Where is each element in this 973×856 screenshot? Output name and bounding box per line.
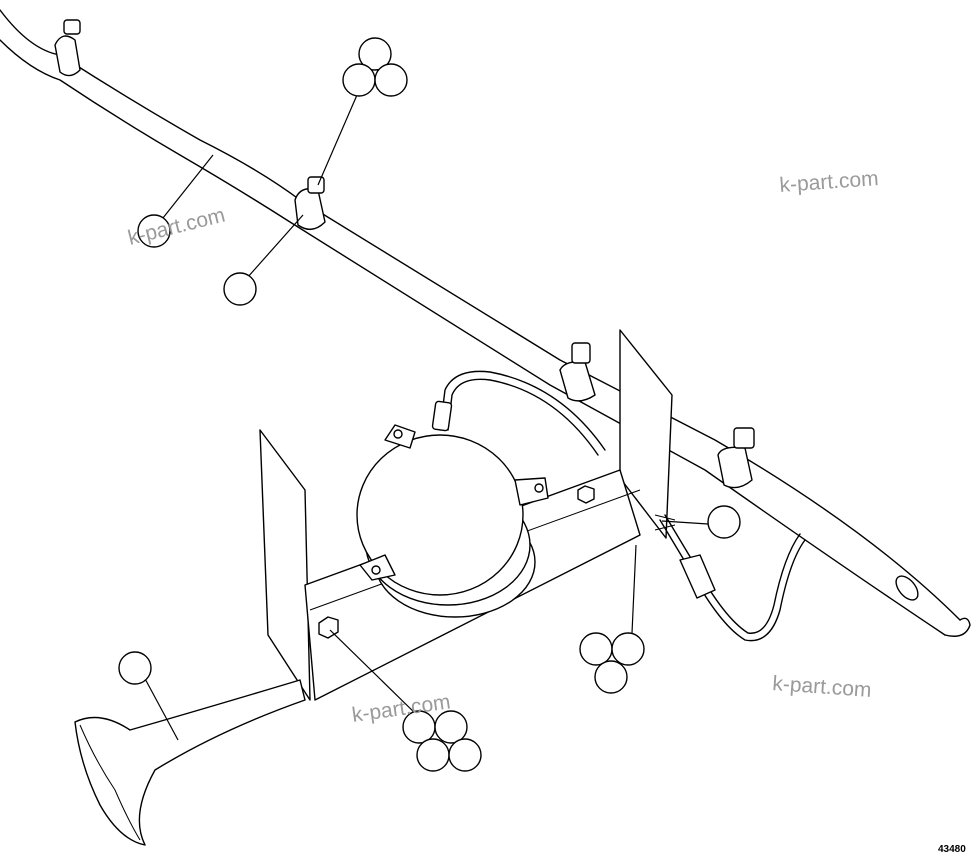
callout-balloon xyxy=(118,651,152,685)
callout-balloon xyxy=(358,37,392,71)
callout-balloon xyxy=(594,660,628,694)
callout-balloon xyxy=(342,63,376,97)
horn-compressor xyxy=(318,424,595,639)
leader-lines xyxy=(142,94,709,741)
callout-balloon xyxy=(611,632,645,666)
hose-clamp-3 xyxy=(559,342,596,402)
callout-balloon xyxy=(374,63,408,97)
hose-clamp-2 xyxy=(294,176,326,230)
drawing-number: 43480 xyxy=(938,844,966,855)
callout-balloon xyxy=(223,272,257,306)
callout-balloon xyxy=(579,632,613,666)
wire-harness xyxy=(654,514,806,642)
watermark: k-part.com xyxy=(126,204,228,250)
hose-clamp-4 xyxy=(717,427,755,489)
callout-balloon xyxy=(137,214,171,248)
callout-balloon xyxy=(707,505,741,539)
hose-clamp-1 xyxy=(54,19,81,77)
trumpet-horn xyxy=(74,679,306,846)
callout-balloon xyxy=(434,710,468,744)
callout-balloons xyxy=(118,37,741,772)
watermark: k-part.com xyxy=(779,167,880,197)
callout-balloon xyxy=(416,738,450,772)
air-line xyxy=(431,370,606,456)
callout-balloon xyxy=(448,738,482,772)
watermark: k-part.com xyxy=(772,672,873,702)
